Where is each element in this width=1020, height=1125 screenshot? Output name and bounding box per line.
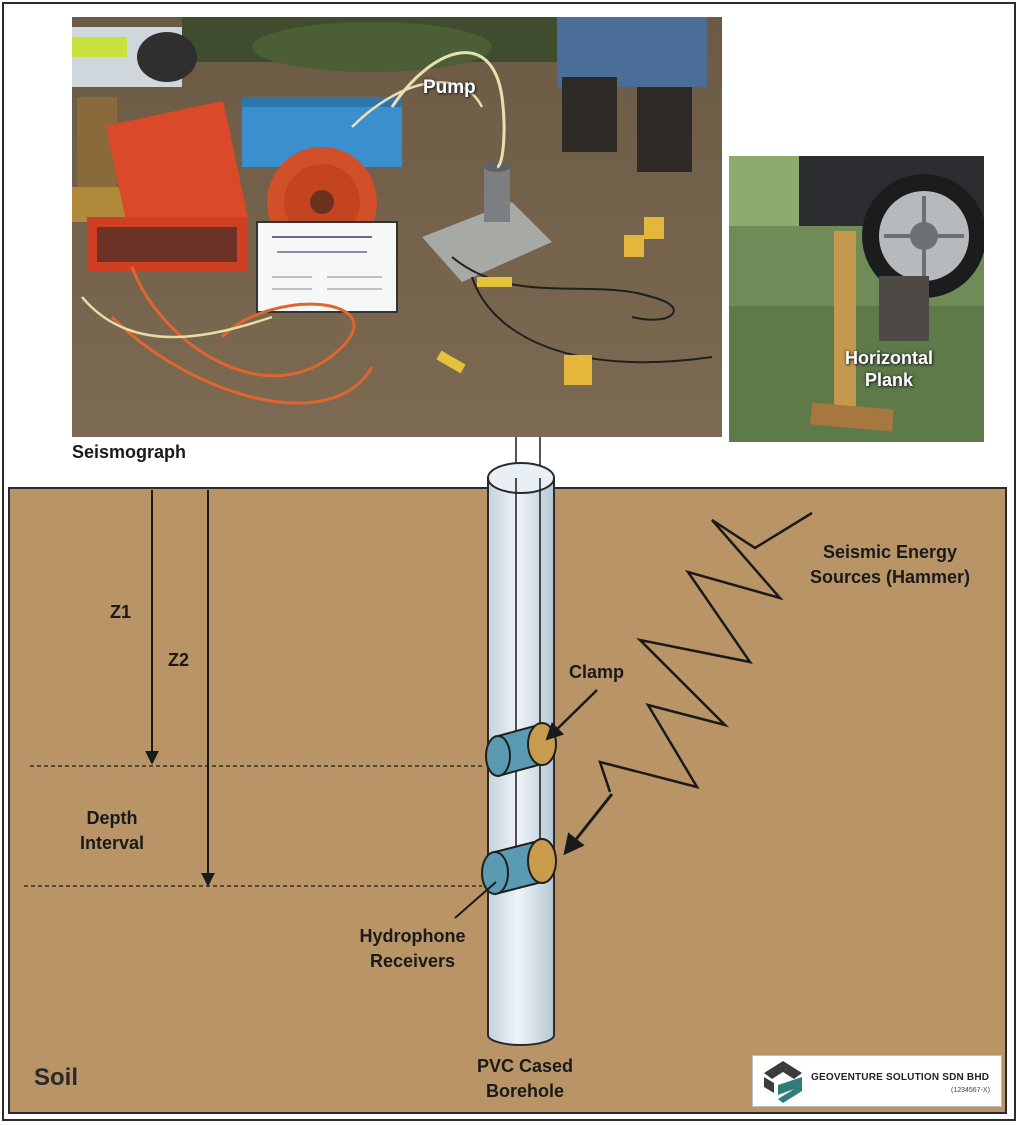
pvc-borehole-line1: PVC Cased <box>476 1056 574 1076</box>
seismic-source-label: Seismic Energy Sources (Hammer) <box>785 540 995 590</box>
depth-interval-label: Depth Interval <box>52 806 172 856</box>
z1-label: Z1 <box>110 602 132 622</box>
pump-label: Pump <box>423 77 476 98</box>
seismograph-label: Seismograph <box>72 442 187 462</box>
logo-company-name: GEOVENTURE SOLUTION SDN BHD <box>811 1072 990 1083</box>
depth-interval-line1: Depth <box>86 808 138 828</box>
clamp-label: Clamp <box>569 662 625 682</box>
z2-label: Z2 <box>168 650 190 670</box>
seismic-source-line1: Seismic Energy <box>822 542 958 562</box>
pvc-borehole-line2: Borehole <box>485 1081 564 1101</box>
seismic-wave <box>598 511 813 793</box>
hydrophone-label: Hydrophone Receivers <box>335 924 490 974</box>
depth-interval-line2: Interval <box>79 833 145 853</box>
seismic-arrow <box>563 793 614 856</box>
logo-registration: (1234567-X) <box>951 1087 990 1094</box>
soil-label: Soil <box>34 1064 79 1091</box>
company-logo: GEOVENTURE SOLUTION SDN BHD (1234567-X) <box>752 1055 1002 1107</box>
pvc-borehole-label: PVC Cased Borehole <box>450 1054 600 1104</box>
hydrophone-pointer <box>454 881 497 919</box>
hydrophone-line2: Receivers <box>369 951 456 971</box>
hydrophone-line1: Hydrophone <box>359 926 466 946</box>
seismic-source-line2: Sources (Hammer) <box>809 567 971 587</box>
clamp-pointer <box>545 689 598 741</box>
field-photo <box>72 17 722 437</box>
lower-receiver <box>481 838 557 896</box>
plank-label: Horizontal Plank <box>834 347 944 391</box>
plank-photo <box>729 156 984 442</box>
plank-label-line1: Horizontal <box>845 348 933 368</box>
logo-mark-icon <box>764 1061 802 1103</box>
plank-label-line2: Plank <box>864 370 914 390</box>
